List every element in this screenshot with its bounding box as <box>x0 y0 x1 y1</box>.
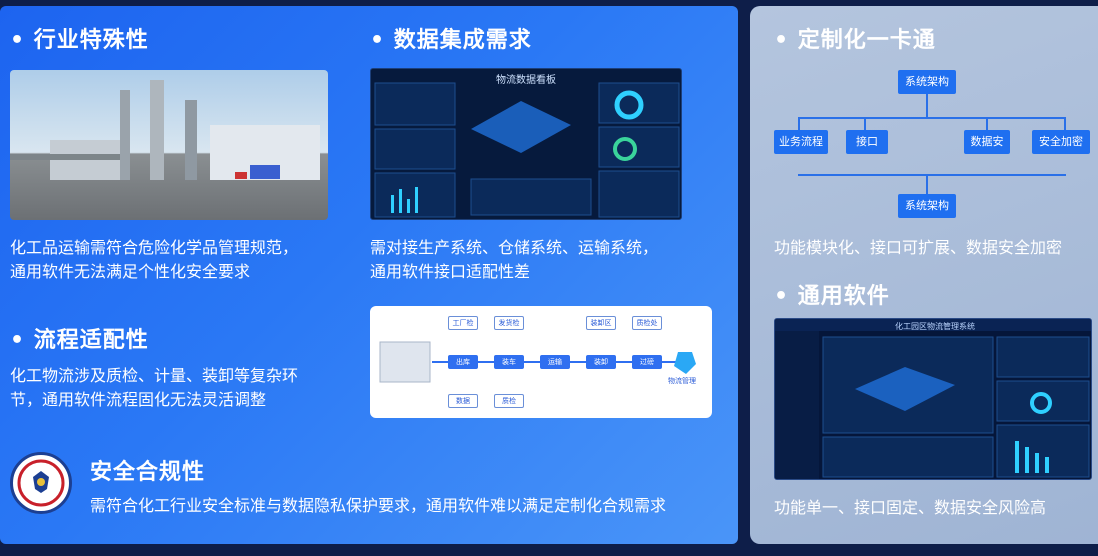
data-integration-title: • 数据集成需求 <box>370 28 532 53</box>
arch-line-hbar-top <box>798 117 1066 119</box>
industry-text-2: 通用软件无法满足个性化安全要求 <box>10 262 251 281</box>
arch-left-box-2: 接口 <box>846 130 888 154</box>
safety-certification-badge <box>10 452 72 514</box>
flow-bottom-box-2: 质检 <box>494 394 524 408</box>
flow-lines <box>379 341 696 383</box>
dashboard-title: 物流数据看板 <box>496 75 556 86</box>
safety-badge-icon <box>17 459 65 507</box>
custom-card-title: • 定制化一卡通 <box>774 28 936 53</box>
logistics-dashboard: 物流数据看板 <box>370 68 682 220</box>
factory-photo <box>10 70 328 220</box>
process-text-1: 化工物流涉及质检、计量、装卸等复杂环 <box>10 366 299 385</box>
generic-software-desc: 功能单一、接口固定、数据安全风险高 <box>774 498 1047 517</box>
generic-software-screenshot: 化工园区物流管理系统 <box>774 318 1092 480</box>
flow-top-box-3: 装卸区 <box>586 316 616 330</box>
arch-line-v4 <box>1064 117 1066 131</box>
arch-line-v3 <box>986 117 988 131</box>
flow-top-box-2: 发货检 <box>494 316 524 330</box>
process-flow-diagram: 工厂检 发货检 装卸区 质检处 出库 装车 运输 装卸 过磅 数据 质检 物流管… <box>370 306 712 418</box>
generic-ui-graphics <box>775 319 1091 479</box>
process-title: • 流程适配性 <box>10 328 149 353</box>
flow-top-box-4: 质检处 <box>632 316 662 330</box>
arch-line-v2 <box>864 117 866 131</box>
arch-left-box-1: 业务流程 <box>774 130 828 154</box>
arch-line-hbar-bottom <box>798 174 1066 176</box>
flow-main-box-2: 装车 <box>494 355 524 369</box>
flow-main-box-3: 运输 <box>540 355 570 369</box>
flow-bottom-box-1: 数据 <box>448 394 478 408</box>
industry-text-1: 化工品运输需符合危险化学品管理规范， <box>10 238 299 257</box>
arch-bottom-box: 系统架构 <box>898 194 956 218</box>
arch-top-box: 系统架构 <box>898 70 956 94</box>
arch-line-v1 <box>798 117 800 131</box>
compliance-title: 安全合规性 <box>90 460 206 485</box>
compliance-text: 需符合化工行业安全标准与数据隐私保护要求，通用软件难以满足定制化合规需求 <box>90 496 667 515</box>
custom-card-desc: 功能模块化、接口可扩展、数据安全加密 <box>774 238 1063 257</box>
arch-line-top <box>926 94 928 118</box>
data-integration-text-1: 需对接生产系统、仓储系统、运输系统， <box>370 238 659 257</box>
process-text-2: 节，通用软件流程固化无法灵活调整 <box>10 390 267 409</box>
industry-title: • 行业特殊性 <box>10 28 149 53</box>
flow-end-label: 物流管理 <box>668 377 696 385</box>
flow-main-box-4: 装卸 <box>586 355 616 369</box>
flow-main-box-5: 过磅 <box>632 355 662 369</box>
generic-ui-title: 化工园区物流管理系统 <box>895 322 975 331</box>
flow-top-box-1: 工厂检 <box>448 316 478 330</box>
arch-right-box-2: 安全加密 <box>1032 130 1090 154</box>
data-integration-text-2: 通用软件接口适配性差 <box>370 262 531 281</box>
factory-illustration <box>10 80 320 180</box>
flow-main-box-1: 出库 <box>448 355 478 369</box>
arch-right-box-1: 数据安 <box>964 130 1010 154</box>
arch-line-bottom <box>926 174 928 194</box>
generic-software-title: • 通用软件 <box>774 284 890 309</box>
dashboard-graphics <box>374 82 680 218</box>
